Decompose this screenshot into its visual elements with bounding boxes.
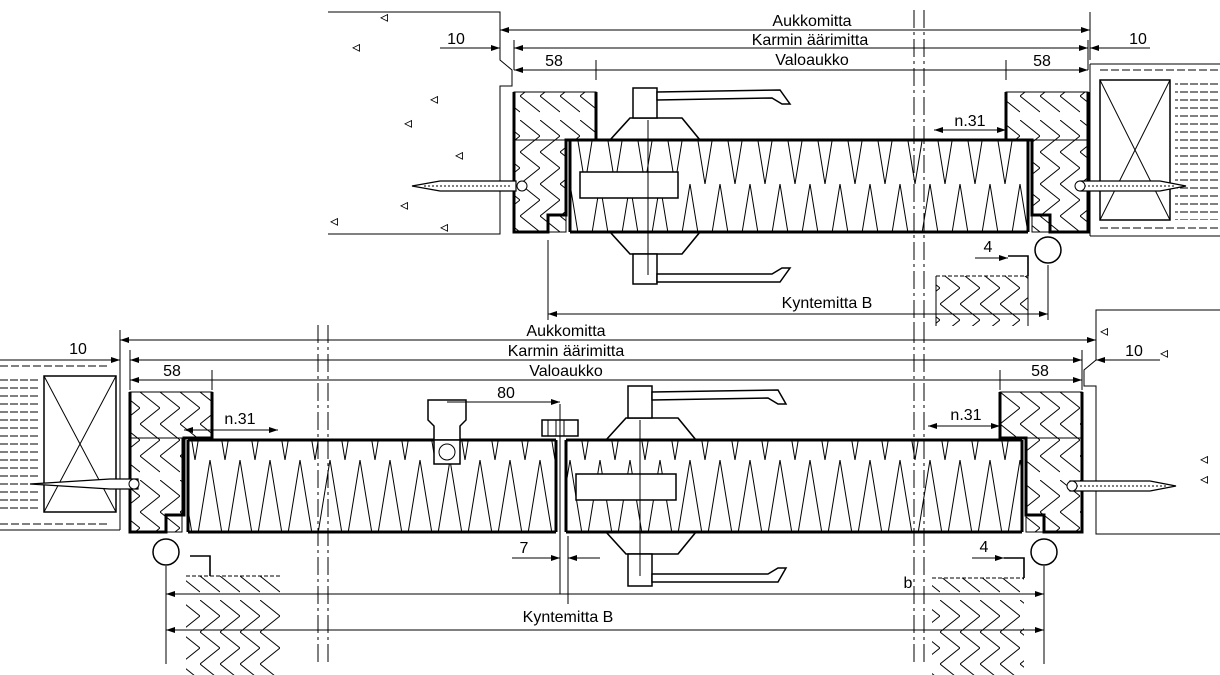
svg-text:◃: ◃: [440, 219, 448, 236]
hinge-pin-right: [1030, 538, 1058, 566]
screw-left-bottom: [29, 478, 140, 490]
bottom-view: ◃ ◃ ◃ ◃: [0, 309, 1220, 675]
light-opening-label-top: Valoaukko: [775, 52, 849, 69]
top-view: ◃ ◃ ◃ ◃ ◃ ◃ ◃ ◃: [328, 9, 1220, 330]
screw-right-top: [1074, 180, 1187, 192]
bolt-distance-label: 80: [497, 385, 515, 402]
svg-text:◃: ◃: [1160, 345, 1168, 362]
stud-wall-left: [0, 359, 121, 531]
svg-text:◃: ◃: [380, 9, 388, 26]
frame-outer-label-top: Karmin äärimitta: [752, 32, 869, 49]
frame-outer-label-bottom: Karmin äärimitta: [508, 343, 625, 360]
svg-text:◃: ◃: [1100, 323, 1108, 340]
rebate-left-bottom: n.31: [224, 411, 255, 428]
marker-b: b: [904, 575, 913, 592]
opening-label-bottom: Aukkomitta: [526, 323, 605, 340]
threshold-right: [932, 557, 1025, 675]
gap-left-top: 10: [447, 31, 465, 48]
gap-right-bottom: 10: [1125, 343, 1143, 360]
svg-text:◃: ◃: [400, 197, 408, 214]
screw-right-bottom: [1066, 480, 1177, 492]
frame-left-top: 58: [545, 53, 563, 70]
gap-left-bottom: 10: [69, 341, 87, 358]
frame-right: [1004, 91, 1090, 234]
clearance-bottom: 4: [980, 539, 989, 556]
hinge-pin-left: [152, 538, 180, 566]
threshold-left: [186, 555, 280, 675]
passive-leaf: [186, 438, 558, 534]
opening-label-top: Aukkomitta: [772, 13, 851, 30]
rebate-right-bottom: n.31: [950, 407, 981, 424]
lever-handle-top: [579, 87, 792, 285]
lever-handle-bottom: [575, 385, 788, 587]
pivot-label-bottom: Kyntemitta B: [523, 609, 614, 626]
gap-right-top: 10: [1129, 31, 1147, 48]
threshold-top: [935, 255, 1029, 326]
clearance-top: 4: [984, 239, 993, 256]
svg-text:◃: ◃: [330, 213, 338, 230]
hinge-pin-top: [1034, 236, 1062, 264]
svg-text:◃: ◃: [455, 147, 463, 164]
frame-right-top: 58: [1033, 53, 1051, 70]
svg-text:◃: ◃: [430, 91, 438, 108]
dim-lines-bottom: [60, 330, 1160, 664]
screw-left-top: [411, 180, 528, 192]
frame-left-bottom-label: 58: [163, 363, 181, 380]
svg-text:◃: ◃: [1200, 471, 1208, 488]
stud-wall-right: [1089, 63, 1220, 237]
rebate-top: n.31: [954, 113, 985, 130]
concrete-wall-left: ◃ ◃ ◃ ◃ ◃ ◃ ◃ ◃: [328, 9, 513, 236]
svg-text:◃: ◃: [1200, 451, 1208, 468]
pivot-label-top: Kyntemitta B: [782, 295, 873, 312]
frame-right-bottom-label: 58: [1031, 363, 1049, 380]
svg-text:◃: ◃: [404, 115, 412, 132]
dim-lines-top: [440, 12, 1150, 320]
concrete-wall-right: ◃ ◃ ◃ ◃: [1083, 309, 1220, 535]
svg-text:◃: ◃: [352, 39, 360, 56]
meeting-gap-label: 7: [520, 540, 529, 557]
light-opening-label-bottom: Valoaukko: [529, 363, 603, 380]
flush-bolt: [427, 399, 579, 465]
